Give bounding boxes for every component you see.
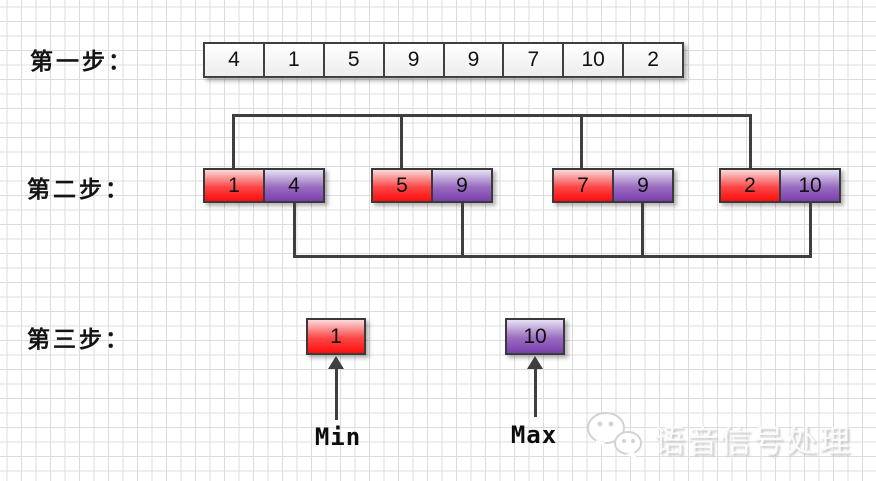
array-cell: 10 (562, 44, 623, 76)
max-label: Max (510, 421, 558, 449)
pair3-min-cell: 7 (554, 170, 613, 201)
array-cell: 4 (205, 44, 263, 76)
split-connector-drop-2 (400, 114, 403, 169)
merge-connector-rise-4 (809, 203, 812, 258)
array-cell: 7 (502, 44, 563, 76)
pair-box-4: 2 10 (719, 168, 841, 203)
pair1-max-cell: 4 (264, 170, 323, 201)
array-cell: 1 (262, 44, 323, 76)
min-arrow-shaft (335, 369, 338, 420)
array-cell: 9 (382, 44, 443, 76)
step1-label: 第一步： (30, 49, 134, 74)
merge-connector-horizontal (293, 255, 812, 258)
array-cell: 5 (322, 44, 383, 76)
min-label: Min (314, 423, 362, 451)
max-arrow-shaft (534, 369, 537, 417)
pair3-max-cell: 9 (613, 170, 672, 201)
step2-label: 第二步： (27, 177, 131, 202)
watermark: 语音信号处理 (584, 410, 852, 467)
watermark-text: 语音信号处理 (654, 424, 852, 459)
pair2-min-cell: 5 (373, 170, 432, 201)
wechat-icon (584, 410, 648, 467)
pair4-max-cell: 10 (780, 170, 839, 201)
split-connector-drop-1 (232, 114, 235, 169)
min-result-box: 1 (306, 318, 366, 355)
pair2-max-cell: 9 (432, 170, 491, 201)
min-arrow-head (328, 356, 344, 369)
step3-label: 第三步： (27, 327, 131, 352)
max-result-box: 10 (505, 318, 565, 355)
split-connector-drop-3 (580, 114, 583, 169)
array-cell: 9 (442, 44, 503, 76)
pair-box-1: 1 4 (203, 168, 325, 203)
pair-box-3: 7 9 (552, 168, 674, 203)
pair-box-2: 5 9 (371, 168, 493, 203)
input-array: 4 1 5 9 9 7 10 2 (203, 42, 684, 78)
merge-connector-rise-2 (461, 203, 464, 258)
split-connector-drop-4 (749, 114, 752, 169)
array-cell: 2 (622, 44, 682, 76)
merge-connector-rise-3 (641, 203, 644, 258)
split-connector-horizontal (232, 114, 752, 117)
pair1-min-cell: 1 (205, 170, 264, 201)
pair4-min-cell: 2 (721, 170, 780, 201)
max-arrow-head (527, 356, 543, 369)
merge-connector-rise-1 (293, 203, 296, 258)
